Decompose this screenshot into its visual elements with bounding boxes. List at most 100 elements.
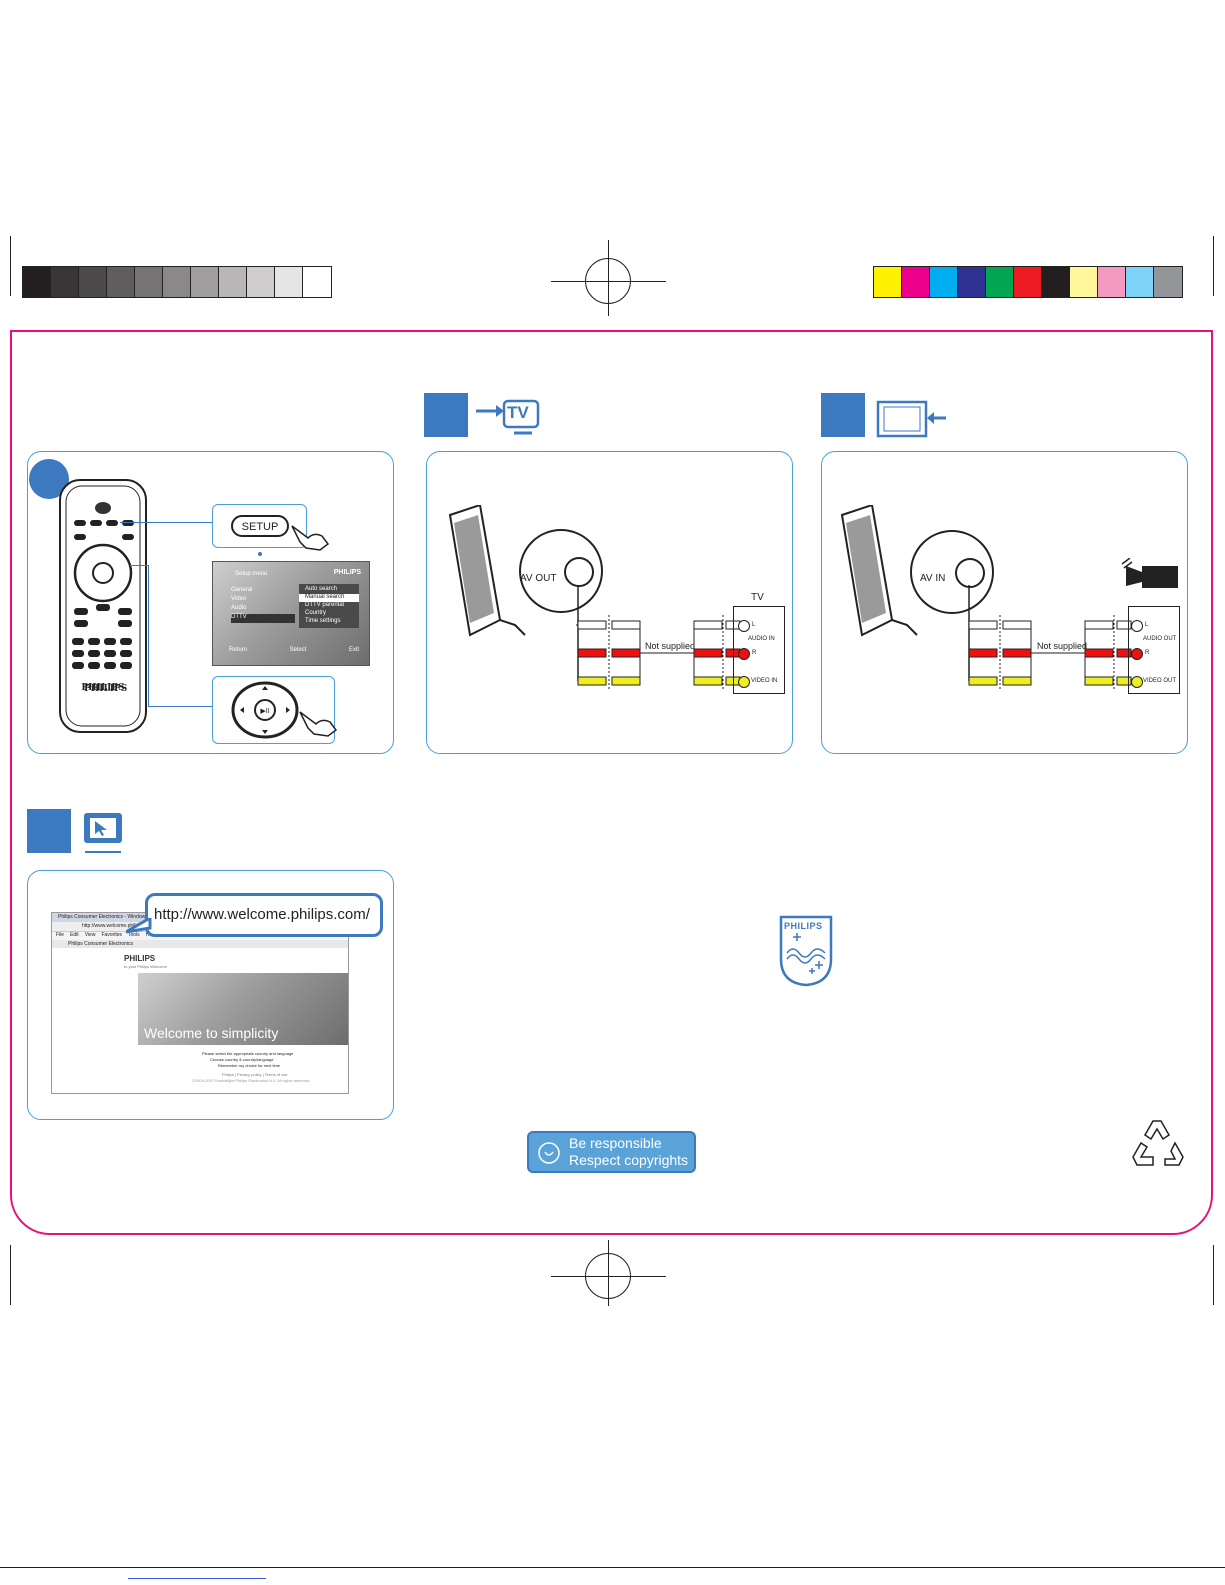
registration-mark (585, 1253, 631, 1299)
badge-line-2: Respect copyrights (569, 1152, 689, 1168)
color-swatch (930, 267, 958, 297)
av-cable-diagram (968, 585, 1132, 690)
color-swatch (303, 267, 331, 297)
underline-mark (128, 1578, 266, 1579)
browser-menu-item[interactable]: View (84, 932, 96, 938)
color-swatch (958, 267, 986, 297)
av-out-label: AV OUT (520, 573, 557, 584)
port-video (1131, 676, 1143, 688)
menu-title: Setup menu (235, 571, 268, 577)
browser-screenshot: Philips Consumer Electronics - Windows I… (51, 912, 349, 1094)
port-label-video-out: VIDEO OUT (1143, 678, 1177, 684)
browser-address[interactable]: http://www.welcome.philips.com (82, 923, 153, 929)
color-swatch (1042, 267, 1070, 297)
url-bubble (145, 893, 383, 937)
port-label-audio-out: AUDIO OUT (1143, 636, 1177, 642)
menu-option[interactable]: Country (305, 610, 327, 616)
menu-brand: PHILIPS (333, 569, 361, 576)
menu-option-selected[interactable]: Manual search (299, 594, 359, 602)
camcorder-icon (1121, 558, 1178, 588)
color-swatch (107, 267, 135, 297)
crop-mark (10, 1245, 11, 1305)
menu-option[interactable]: Time settings (305, 618, 341, 624)
url-text[interactable]: http://www.welcome.philips.com/ (154, 906, 370, 923)
browser-tab[interactable]: Philips Consumer Electronics (52, 940, 348, 948)
color-swatch (163, 267, 191, 297)
pointing-hand-icon (291, 525, 330, 551)
menu-right-list: Auto search Manual search DTTV parental … (299, 584, 359, 628)
browser-menu-item[interactable]: Favorites (101, 932, 122, 938)
menu-item[interactable]: Video (231, 596, 247, 602)
menu-option[interactable]: Auto search (305, 586, 338, 592)
browser-menu-item[interactable]: File (56, 932, 65, 938)
port-audio-right (1131, 648, 1143, 660)
menu-left-list: General Video Audio DTTV (231, 587, 295, 623)
bubble-pointer (126, 918, 152, 934)
footer-links[interactable]: Philips | Privacy policy | Terms of use (222, 1072, 288, 1077)
menu-item[interactable]: Audio (231, 605, 247, 611)
portable-player-illustration (448, 505, 526, 637)
browser-title: Philips Consumer Electronics - Windows I… (58, 914, 164, 920)
copyright-badge: Be responsible Respect copyrights (527, 1131, 696, 1173)
site-brand: PHILIPS (124, 954, 156, 963)
jack-socket (564, 557, 594, 587)
remember-checkbox[interactable]: Remember my choice for next time (218, 1063, 281, 1068)
port-label-audio-in: AUDIO IN (748, 636, 775, 642)
grayscale-color-bar (22, 266, 332, 298)
menu-item[interactable]: General (231, 587, 253, 593)
browser-menu-item[interactable]: Edit (70, 932, 79, 938)
pointing-hand-icon (299, 711, 338, 737)
navigation-pad-icon[interactable]: ▶II (230, 680, 300, 740)
setup-button-label: SETUP (241, 521, 279, 533)
trim-line (0, 1567, 1225, 1568)
color-swatch (23, 267, 51, 297)
port-audio-right (738, 648, 750, 660)
site-copyright: ©2004-2007 Koninklijke Philips Electroni… (192, 1078, 311, 1083)
callout-line (120, 522, 213, 523)
philips-shield-logo (779, 915, 833, 987)
power-icon (538, 1142, 560, 1164)
port-label-r: R (752, 650, 757, 656)
remote-control-illustration: PHILIPS (59, 479, 147, 733)
av-out-panel (426, 451, 793, 754)
color-swatch (79, 267, 107, 297)
menu-footer-return: Return (229, 647, 248, 653)
shield-brand: PHILIPS (784, 921, 823, 931)
color-swatch (1070, 267, 1098, 297)
step-marker (27, 809, 71, 853)
menu-footer-exit: Exit (348, 647, 359, 653)
port-label-r: R (1145, 650, 1150, 656)
crop-mark (1213, 236, 1214, 296)
tv-device-panel (733, 606, 785, 694)
hero-image: Welcome to simplicity (138, 973, 348, 1045)
site-subtitle: to your Philips Welcome (124, 964, 167, 969)
callout-line (130, 565, 148, 566)
svg-text:PHILIPS: PHILIPS (81, 683, 124, 693)
setup-callout (212, 504, 307, 548)
browser-menu-item[interactable]: Tools (128, 932, 140, 938)
step-marker (424, 393, 468, 437)
recycle-icon (1132, 1120, 1184, 1166)
color-swatch (1098, 267, 1126, 297)
remote-brand-label: PHILIPS (84, 684, 128, 694)
arrow-dot (258, 552, 262, 556)
crop-mark (10, 236, 11, 296)
site-instructions: Please select the appropriate country an… (202, 1051, 294, 1056)
port-label-video-in: VIDEO IN (751, 678, 778, 684)
color-swatch (51, 267, 79, 297)
setup-button[interactable]: SETUP (231, 515, 289, 537)
color-swatch (986, 267, 1014, 297)
tv-icon-label: TV (507, 403, 529, 422)
color-swatch (275, 267, 303, 297)
av-in-label: AV IN (920, 573, 946, 584)
menu-option[interactable]: DTTV parental (305, 602, 345, 608)
registration-mark (585, 258, 631, 304)
browser-tab-label: Philips Consumer Electronics (68, 941, 134, 947)
color-swatch (135, 267, 163, 297)
callout-line (148, 565, 149, 707)
tv-output-icon: TV (476, 397, 556, 437)
menu-item-selected[interactable]: DTTV (231, 614, 295, 623)
port-label-l: L (1145, 622, 1149, 628)
country-select[interactable]: Choose country & country/language (210, 1057, 274, 1062)
color-swatch (1154, 267, 1182, 297)
